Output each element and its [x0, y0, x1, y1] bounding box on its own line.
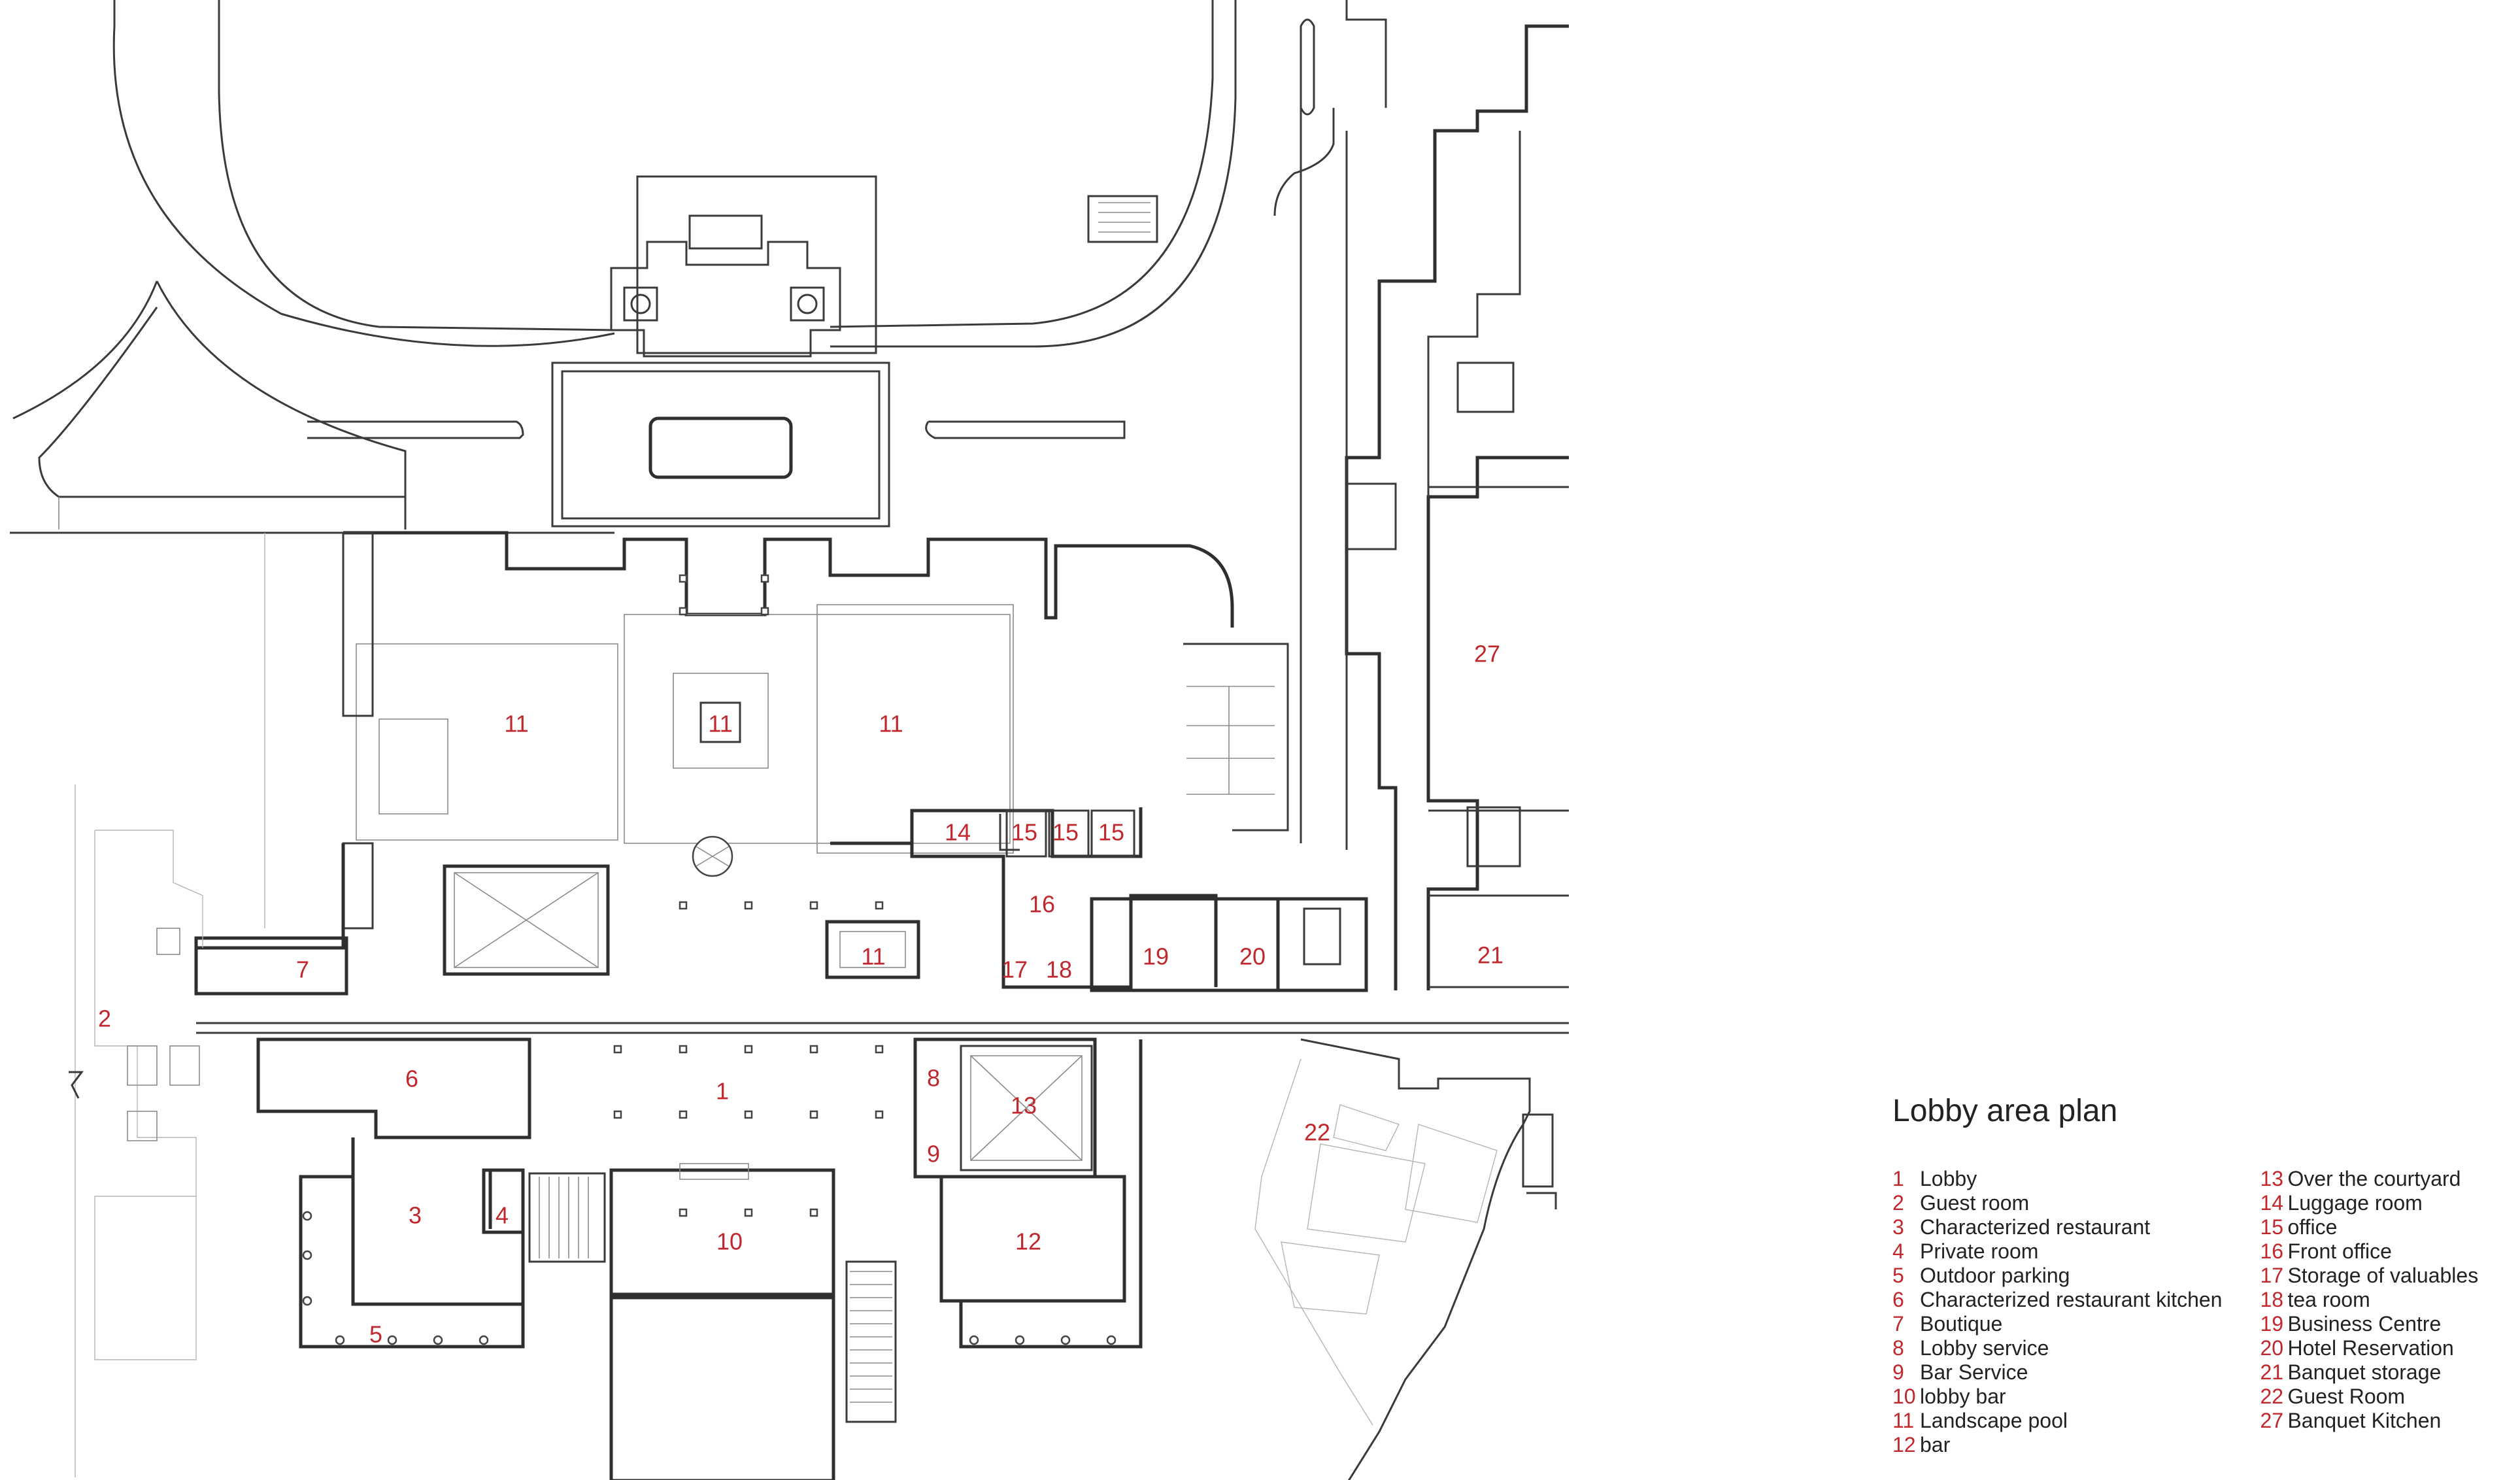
- driveway-loop: [10, 0, 1237, 534]
- room-label-14: 14: [945, 819, 971, 846]
- structural-columns: [302, 574, 1117, 1345]
- room-label-9: 9: [927, 1141, 940, 1168]
- room-label-16: 16: [1029, 891, 1055, 918]
- room-label-2: 2: [98, 1005, 111, 1032]
- room-label-11-east: 11: [879, 711, 903, 737]
- room-label-6: 6: [405, 1066, 418, 1092]
- room-label-10: 10: [716, 1228, 743, 1255]
- room-label-27: 27: [1474, 641, 1500, 667]
- room-labels: 27 11 11 11 14 15 15 15 16 11 17 18 19 2…: [98, 641, 1504, 1348]
- room-label-12: 12: [1015, 1228, 1041, 1255]
- room-label-11-pool: 11: [861, 943, 885, 970]
- room-label-15-b: 15: [1052, 819, 1079, 846]
- stair-lobby-bar: [528, 1172, 606, 1263]
- room-label-21: 21: [1477, 942, 1504, 969]
- room-label-11-west: 11: [504, 711, 528, 737]
- plan-title: Lobby area plan: [1892, 1094, 2118, 1128]
- room-label-17: 17: [1001, 956, 1028, 983]
- banquet-building: [1087, 0, 1569, 990]
- lobby-building: [194, 531, 1569, 1480]
- room-label-5: 5: [369, 1321, 382, 1348]
- room-label-19: 19: [1143, 943, 1169, 970]
- room-label-1: 1: [716, 1078, 729, 1105]
- room-label-8: 8: [927, 1065, 940, 1092]
- stair-garden: [845, 1260, 897, 1423]
- room-label-13: 13: [1011, 1092, 1037, 1119]
- room-label-4: 4: [496, 1202, 509, 1229]
- room-label-15-c: 15: [1098, 819, 1124, 846]
- room-label-7: 7: [296, 956, 309, 983]
- room-label-18: 18: [1046, 956, 1072, 983]
- room-label-20: 20: [1239, 943, 1266, 970]
- guest-room-building: [69, 533, 265, 1477]
- room-label-3: 3: [409, 1202, 422, 1229]
- room-label-15-a: 15: [1011, 819, 1037, 846]
- room-label-22: 22: [1304, 1119, 1330, 1146]
- room-label-11-center: 11: [708, 711, 732, 737]
